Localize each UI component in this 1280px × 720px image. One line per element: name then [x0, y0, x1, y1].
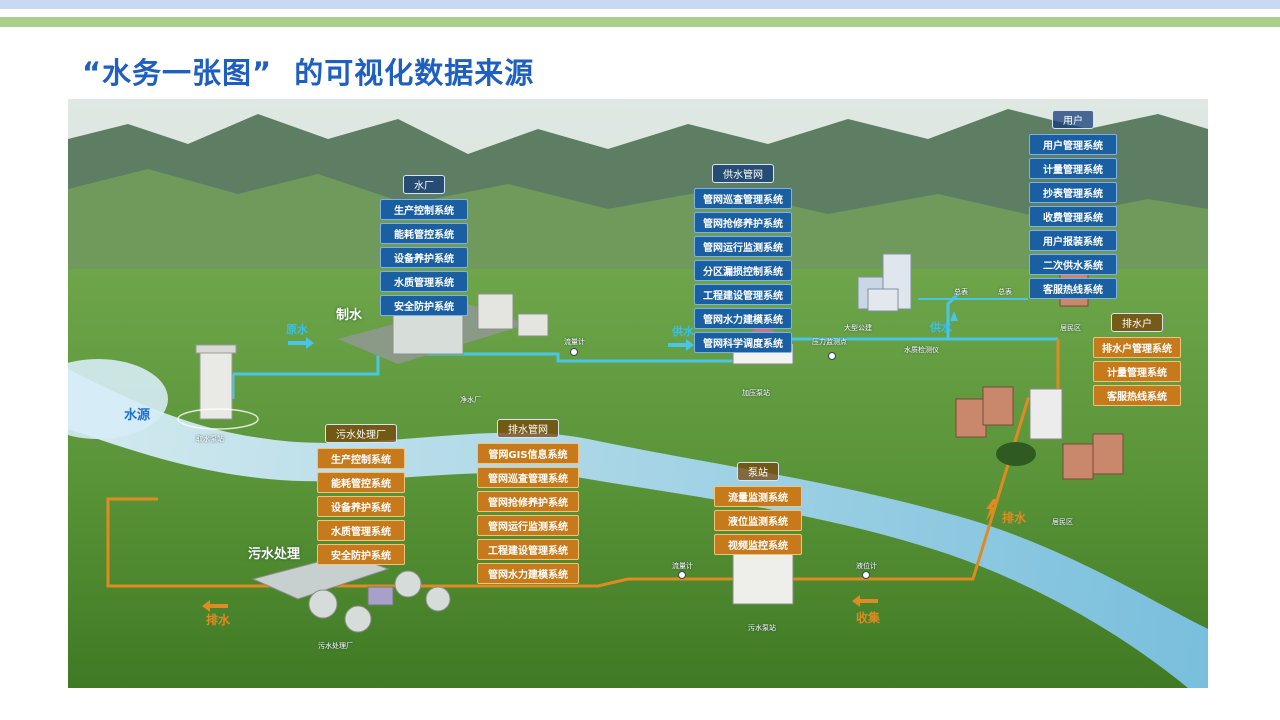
panel-users: 用户 用户管理系统 计量管理系统 抄表管理系统 收费管理系统 用户报装系统 二次… — [1029, 110, 1117, 300]
system-item: 管网水力建模系统 — [477, 562, 579, 584]
system-item: 流量监测系统 — [714, 485, 802, 507]
panel-header: 排水管网 — [497, 419, 559, 438]
system-item: 排水户管理系统 — [1093, 336, 1181, 358]
label-raw-water: 原水 — [286, 323, 308, 336]
system-item: 用户报装系统 — [1029, 229, 1117, 251]
panel-header: 污水处理厂 — [325, 424, 397, 443]
top-decor-bar-blue — [0, 0, 1280, 9]
level-meter-icon — [862, 571, 870, 579]
system-item: 水质管理系统 — [380, 270, 468, 292]
page-title: “水务一张图” 的可视化数据来源 — [82, 56, 535, 90]
label-residential-2: 居民区 — [1052, 518, 1073, 526]
system-item: 用户管理系统 — [1029, 133, 1117, 155]
system-item: 安全防护系统 — [317, 543, 405, 565]
label-intake-pump: 取水泵站 — [196, 435, 224, 443]
top-decor-bar-green — [0, 17, 1280, 27]
system-item: 设备养护系统 — [317, 495, 405, 517]
system-item: 二次供水系统 — [1029, 253, 1117, 275]
landscape-background — [68, 99, 1208, 688]
flow-meter-icon — [570, 348, 578, 356]
label-sewage-pump: 污水泵站 — [748, 624, 776, 632]
panel-header: 排水户 — [1111, 313, 1163, 332]
system-item: 管网抢修养护系统 — [694, 211, 792, 233]
panel-supply-network: 供水管网 管网巡查管理系统 管网抢修养护系统 管网运行监测系统 分区漏损控制系统… — [694, 164, 792, 354]
system-item: 抄表管理系统 — [1029, 181, 1117, 203]
system-item: 管网抢修养护系统 — [477, 490, 579, 512]
label-supply-water-2: 供水 — [930, 321, 952, 334]
label-flow-meter-1: 流量计 — [564, 338, 585, 346]
label-drain-2: 排水 — [206, 613, 231, 627]
panel-header: 用户 — [1052, 110, 1094, 129]
label-water-source: 水源 — [124, 408, 151, 423]
panel-water-plant: 水厂 生产控制系统 能耗管控系统 设备养护系统 水质管理系统 安全防护系统 — [380, 175, 468, 317]
system-item: 计量管理系统 — [1029, 157, 1117, 179]
label-drain-1: 排水 — [1002, 511, 1027, 525]
label-sewage-treatment: 污水处理 — [248, 547, 301, 562]
label-level-meter: 液位计 — [856, 562, 877, 570]
label-sewage-plant-name: 污水处理厂 — [318, 642, 353, 650]
system-item: 设备养护系统 — [380, 246, 468, 268]
system-item: 安全防护系统 — [380, 294, 468, 316]
label-pressure-point: 压力监测点 — [812, 338, 847, 346]
panel-pump-station: 泵站 流量监测系统 液位监测系统 视频监控系统 — [714, 462, 802, 556]
label-main-meter-2: 总表 — [998, 288, 1012, 296]
label-flow-meter-2: 流量计 — [672, 562, 693, 570]
system-item: 管网GIS信息系统 — [477, 442, 579, 464]
system-item: 水质管理系统 — [317, 519, 405, 541]
system-item: 计量管理系统 — [1093, 360, 1181, 382]
label-clean-plant: 净水厂 — [460, 396, 481, 404]
flow-meter-icon-2 — [678, 571, 686, 579]
label-main-meter-1: 总表 — [954, 288, 968, 296]
panel-drain-user: 排水户 排水户管理系统 计量管理系统 客服热线系统 — [1093, 313, 1181, 407]
system-item: 生产控制系统 — [380, 198, 468, 220]
system-item: 能耗管控系统 — [317, 471, 405, 493]
system-item: 生产控制系统 — [317, 447, 405, 469]
pressure-meter-icon — [828, 352, 836, 360]
panel-drain-network: 排水管网 管网GIS信息系统 管网巡查管理系统 管网抢修养护系统 管网运行监测系… — [477, 419, 579, 585]
panel-header: 供水管网 — [712, 164, 774, 183]
system-item: 管网运行监测系统 — [694, 235, 792, 257]
water-map-illustration: 水厂 生产控制系统 能耗管控系统 设备养护系统 水质管理系统 安全防护系统 供水… — [68, 99, 1208, 688]
label-quality-meter: 水质检测仪 — [904, 346, 939, 354]
label-boost-pump: 加压泵站 — [742, 389, 770, 397]
label-make-water: 制水 — [336, 308, 363, 323]
system-item: 管网巡查管理系统 — [477, 466, 579, 488]
panel-header: 泵站 — [737, 462, 779, 481]
system-item: 管网巡查管理系统 — [694, 187, 792, 209]
system-item: 液位监测系统 — [714, 509, 802, 531]
system-item: 客服热线系统 — [1093, 384, 1181, 406]
system-item: 管网水力建模系统 — [694, 307, 792, 329]
system-item: 能耗管控系统 — [380, 222, 468, 244]
system-item: 工程建设管理系统 — [477, 538, 579, 560]
system-item: 管网科学调度系统 — [694, 331, 792, 353]
system-item: 分区漏损控制系统 — [694, 259, 792, 281]
label-supply-water: 供水 — [672, 325, 694, 338]
system-item: 管网运行监测系统 — [477, 514, 579, 536]
system-item: 工程建设管理系统 — [694, 283, 792, 305]
label-residential-1: 居民区 — [1060, 324, 1081, 332]
panel-sewage-plant: 污水处理厂 生产控制系统 能耗管控系统 设备养护系统 水质管理系统 安全防护系统 — [317, 424, 405, 566]
label-collect: 收集 — [856, 611, 881, 625]
system-item: 视频监控系统 — [714, 533, 802, 555]
panel-header: 水厂 — [403, 175, 445, 194]
system-item: 收费管理系统 — [1029, 205, 1117, 227]
system-item: 客服热线系统 — [1029, 277, 1117, 299]
label-public-building: 大型公建 — [844, 324, 872, 332]
